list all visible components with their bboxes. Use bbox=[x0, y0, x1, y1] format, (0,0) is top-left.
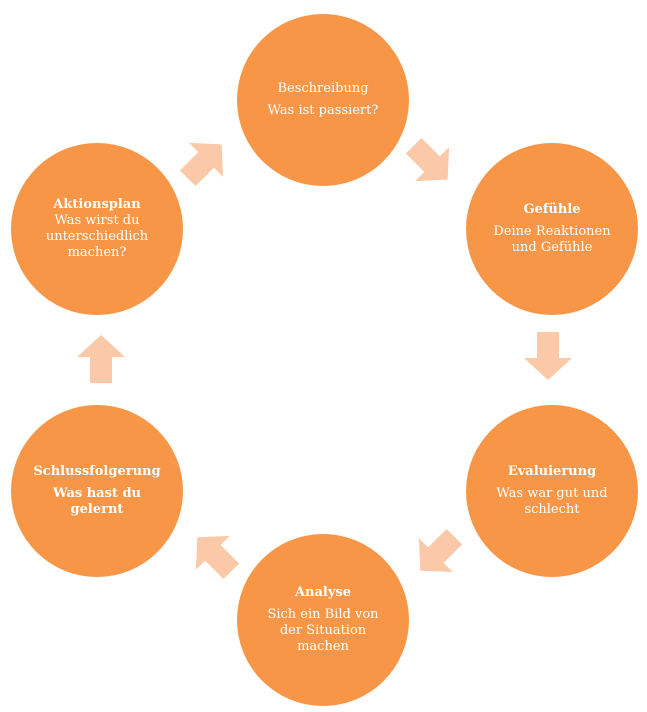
step-gefuehle: Gefühle Deine Reaktionen und Gefühle bbox=[466, 143, 638, 315]
step-text: Was ist passiert? bbox=[267, 103, 379, 118]
step-text: Deine Reaktionen und Gefühle bbox=[493, 224, 611, 255]
arrow-up-left-icon bbox=[195, 535, 240, 580]
step-text: Was hast du gelernt bbox=[52, 486, 141, 517]
step-analyse: Analyse Sich ein Bild von der Situation … bbox=[237, 534, 409, 706]
arrow-down-left-icon bbox=[418, 528, 463, 573]
step-title: Analyse bbox=[294, 585, 352, 600]
step-title: Schlussfolgerung bbox=[33, 464, 161, 479]
step-text: Was wirst du unterschiedlich machen? bbox=[45, 213, 149, 260]
arrow-up-icon bbox=[77, 335, 125, 383]
step-text: Was war gut und schlecht bbox=[496, 486, 608, 517]
step-schlussfolgerung: Schlussfolgerung Was hast du gelernt bbox=[11, 405, 183, 577]
step-evaluierung: Evaluierung Was war gut und schlecht bbox=[466, 405, 638, 577]
arrow-down-right-icon bbox=[405, 137, 450, 182]
step-beschreibung: Beschreibung Was ist passiert? bbox=[237, 14, 409, 186]
step-title: Gefühle bbox=[523, 202, 581, 217]
arrow-down-icon bbox=[524, 332, 572, 380]
step-title: Beschreibung bbox=[277, 81, 369, 96]
arrow-up-right-icon bbox=[179, 142, 224, 187]
step-aktionsplan: Aktionsplan Was wirst du unterschiedlich… bbox=[11, 143, 183, 315]
step-title: Aktionsplan bbox=[53, 197, 141, 212]
step-title: Evaluierung bbox=[507, 464, 597, 479]
step-text: Sich ein Bild von der Situation machen bbox=[267, 607, 379, 654]
